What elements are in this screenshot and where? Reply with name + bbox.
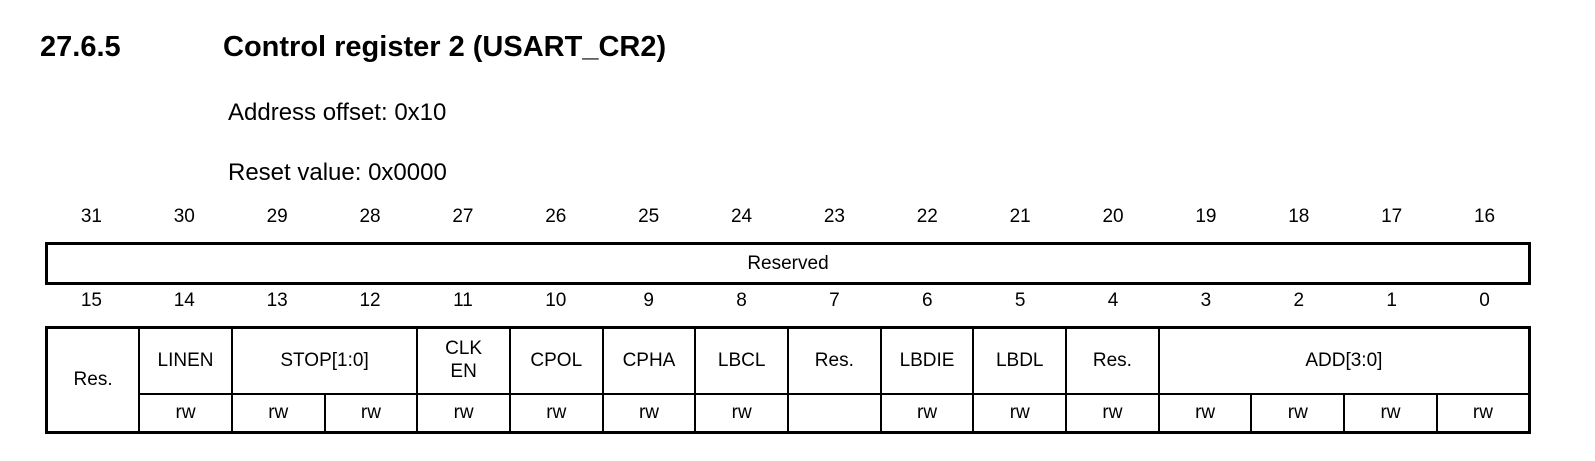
bit-number: 25 [638,205,660,227]
bit-number: 9 [643,289,654,311]
bit-number: 7 [829,289,840,311]
access-cell: rw [601,393,697,434]
bit-number: 16 [1473,205,1496,227]
field-cpha: CPHA [601,326,697,395]
field-add: ADD[3:0] [1157,326,1531,395]
field-linen: LINEN [138,326,233,395]
bit-number: 22 [916,205,938,227]
bit-numbers-high: 31 30 29 28 27 26 25 24 23 22 21 20 19 1… [45,204,1531,229]
bit-number: 29 [266,205,288,227]
access-cell: rw [138,393,233,434]
bit-number: 4 [1107,289,1119,311]
bit-number: 21 [1009,205,1031,227]
access-cell: rw [1250,393,1346,434]
field-lbdl: LBDL [972,326,1068,395]
access-cell: rw [1065,393,1160,434]
bit-number: 14 [173,289,195,311]
bit-number: 30 [173,205,195,227]
field-lbcl: LBCL [694,326,789,395]
field-res-b7: Res. [787,326,882,395]
register-fields-table: Res. LINEN STOP[1:0] CLK EN CPOL CPHA LB… [45,326,1531,434]
bit-number: 6 [922,289,933,311]
bit-number: 0 [1479,289,1490,311]
bit-number: 27 [452,205,474,227]
access-cell: rw [972,393,1068,434]
access-row: rw rw rw rw rw rw rw rw rw rw rw rw rw r… [47,393,1531,434]
access-cell: rw [694,393,789,434]
bit-number: 31 [80,205,102,227]
bit-number: 18 [1288,205,1310,227]
bit-numbers-low: 15 14 13 12 11 10 9 8 7 6 5 4 3 2 1 0 [45,288,1531,313]
field-clken: CLK EN [416,326,511,395]
bit-number: 28 [359,205,381,227]
access-cell: rw [879,393,975,434]
bit-number: 17 [1381,205,1403,227]
field-res-b4: Res. [1065,326,1160,395]
bit-number: 20 [1102,205,1124,227]
field-stop: STOP[1:0] [230,326,419,395]
bit-number: 19 [1195,205,1217,227]
reserved-cell: Reserved [747,252,829,274]
bit-number: 23 [823,205,845,227]
access-cell: rw [323,393,419,434]
address-offset-text: Address offset: 0x10 [228,99,447,126]
bit-number: 24 [730,205,753,227]
bit-number: 3 [1200,289,1212,311]
field-res-b15: Res. [45,326,141,434]
bit-number: 5 [1014,289,1026,311]
access-cell: rw [508,393,604,434]
field-lbdie: LBDIE [879,326,975,395]
bit-numbers-low-row: 15 14 13 12 11 10 9 8 7 6 5 4 3 2 1 0 [45,288,1531,313]
bit-number: 26 [545,205,567,227]
access-cell [787,393,882,434]
bit-number: 2 [1293,289,1305,311]
access-cell: rw [416,393,511,434]
bit-number: 1 [1386,289,1397,311]
bit-number: 12 [359,289,381,311]
bit-numbers-high-row: 31 30 29 28 27 26 25 24 23 22 21 20 19 1… [45,204,1531,229]
bit-number: 10 [545,289,567,311]
section-number: 27.6.5 [40,31,121,63]
access-cell: rw [1157,393,1253,434]
reset-value-text: Reset value: 0x0000 [228,159,447,186]
access-cell: rw [1343,393,1438,434]
bit-number: 13 [266,289,288,311]
reserved-band: Reserved [45,242,1531,285]
bit-number: 15 [80,289,102,311]
access-cell: rw [1435,393,1531,434]
field-cpol: CPOL [508,326,604,395]
bit-number: 11 [453,289,473,311]
field-name-row: Res. LINEN STOP[1:0] CLK EN CPOL CPHA LB… [45,326,1531,434]
access-cell: rw [230,393,326,434]
bit-number: 8 [736,289,747,311]
page-title: Control register 2 (USART_CR2) [223,31,667,63]
reserved-row: Reserved [47,244,1530,284]
